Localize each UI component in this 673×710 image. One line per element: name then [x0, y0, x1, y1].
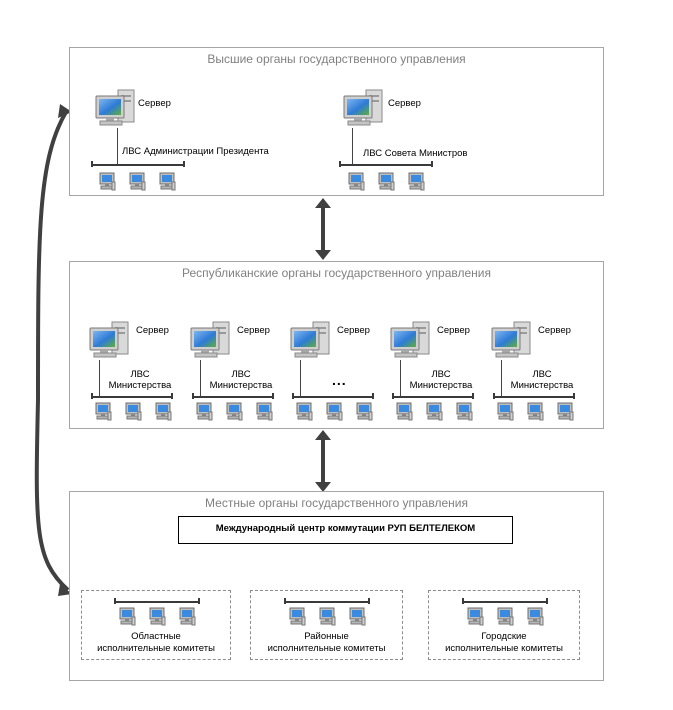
server-label: Сервер: [388, 98, 421, 109]
workstation-icon: [347, 172, 365, 192]
server-label: Сервер: [237, 325, 270, 336]
server-icon: [94, 88, 136, 128]
panel-title: Высшие органы государственного управлени…: [207, 52, 466, 66]
workstation-icon: [318, 607, 336, 627]
lan-bus: [494, 396, 574, 398]
server-icon: [342, 88, 384, 128]
workstation-icon: [425, 402, 443, 422]
workstation-icon: [118, 607, 136, 627]
server-label: Сервер: [437, 325, 470, 336]
telecom-center-box: Международный центр коммутации РУП БЕЛТЕ…: [178, 516, 513, 544]
lan-bus: [393, 396, 473, 398]
server-label: Сервер: [337, 325, 370, 336]
panel-supreme-bodies: Высшие органы государственного управлени…: [69, 47, 604, 196]
workstation-icon: [158, 172, 176, 192]
workstation-icon: [496, 607, 514, 627]
server-icon: [289, 320, 331, 360]
workstation-icon: [395, 402, 413, 422]
lan-council-label: ЛВС Совета Министров: [363, 148, 468, 159]
feedback-arrow: [34, 110, 70, 592]
lan-bus: [293, 396, 373, 398]
workstation-icon: [355, 402, 373, 422]
ellipsis: ...: [332, 372, 347, 388]
workstation-icon: [178, 607, 196, 627]
workstation-icon: [466, 607, 484, 627]
workstation-icon: [94, 402, 112, 422]
arrow-mid-to-bottom: [315, 430, 331, 492]
workstation-icon: [556, 402, 574, 422]
workstation-icon: [195, 402, 213, 422]
workstation-icon: [496, 402, 514, 422]
workstation-icon: [455, 402, 473, 422]
server-icon: [189, 320, 231, 360]
feedback-arrow-head-top: [58, 104, 72, 118]
workstation-icon: [295, 402, 313, 422]
panel-local-bodies: Местные органы государственного управлен…: [69, 491, 604, 681]
workstation-icon: [377, 172, 395, 192]
server-label: Сервер: [138, 98, 171, 109]
workstation-icon: [128, 172, 146, 192]
server-label: Сервер: [136, 325, 169, 336]
lan-bus: [92, 396, 172, 398]
panel-title: Республиканские органы государственного …: [182, 266, 491, 280]
workstation-icon: [325, 402, 343, 422]
workstation-icon: [526, 402, 544, 422]
lan-admin-label: ЛВС Администрации Президента: [122, 146, 269, 157]
workstation-icon: [98, 172, 116, 192]
workstation-icon: [288, 607, 306, 627]
panel-title: Местные органы государственного управлен…: [205, 496, 468, 510]
lan-bus: [92, 164, 184, 166]
lan-bus: [340, 164, 432, 166]
panel-republican-bodies: Республиканские органы государственного …: [69, 261, 604, 429]
feedback-arrow-head-bottom: [58, 584, 72, 596]
server-icon: [490, 320, 532, 360]
workstation-icon: [148, 607, 166, 627]
workstation-icon: [255, 402, 273, 422]
server-label: Сервер: [538, 325, 571, 336]
workstation-icon: [225, 402, 243, 422]
workstation-icon: [407, 172, 425, 192]
workstation-icon: [348, 607, 366, 627]
lan-bus: [193, 396, 273, 398]
workstation-icon: [526, 607, 544, 627]
server-icon: [389, 320, 431, 360]
workstation-icon: [124, 402, 142, 422]
server-icon: [88, 320, 130, 360]
arrow-top-to-mid: [315, 198, 331, 260]
workstation-icon: [154, 402, 172, 422]
